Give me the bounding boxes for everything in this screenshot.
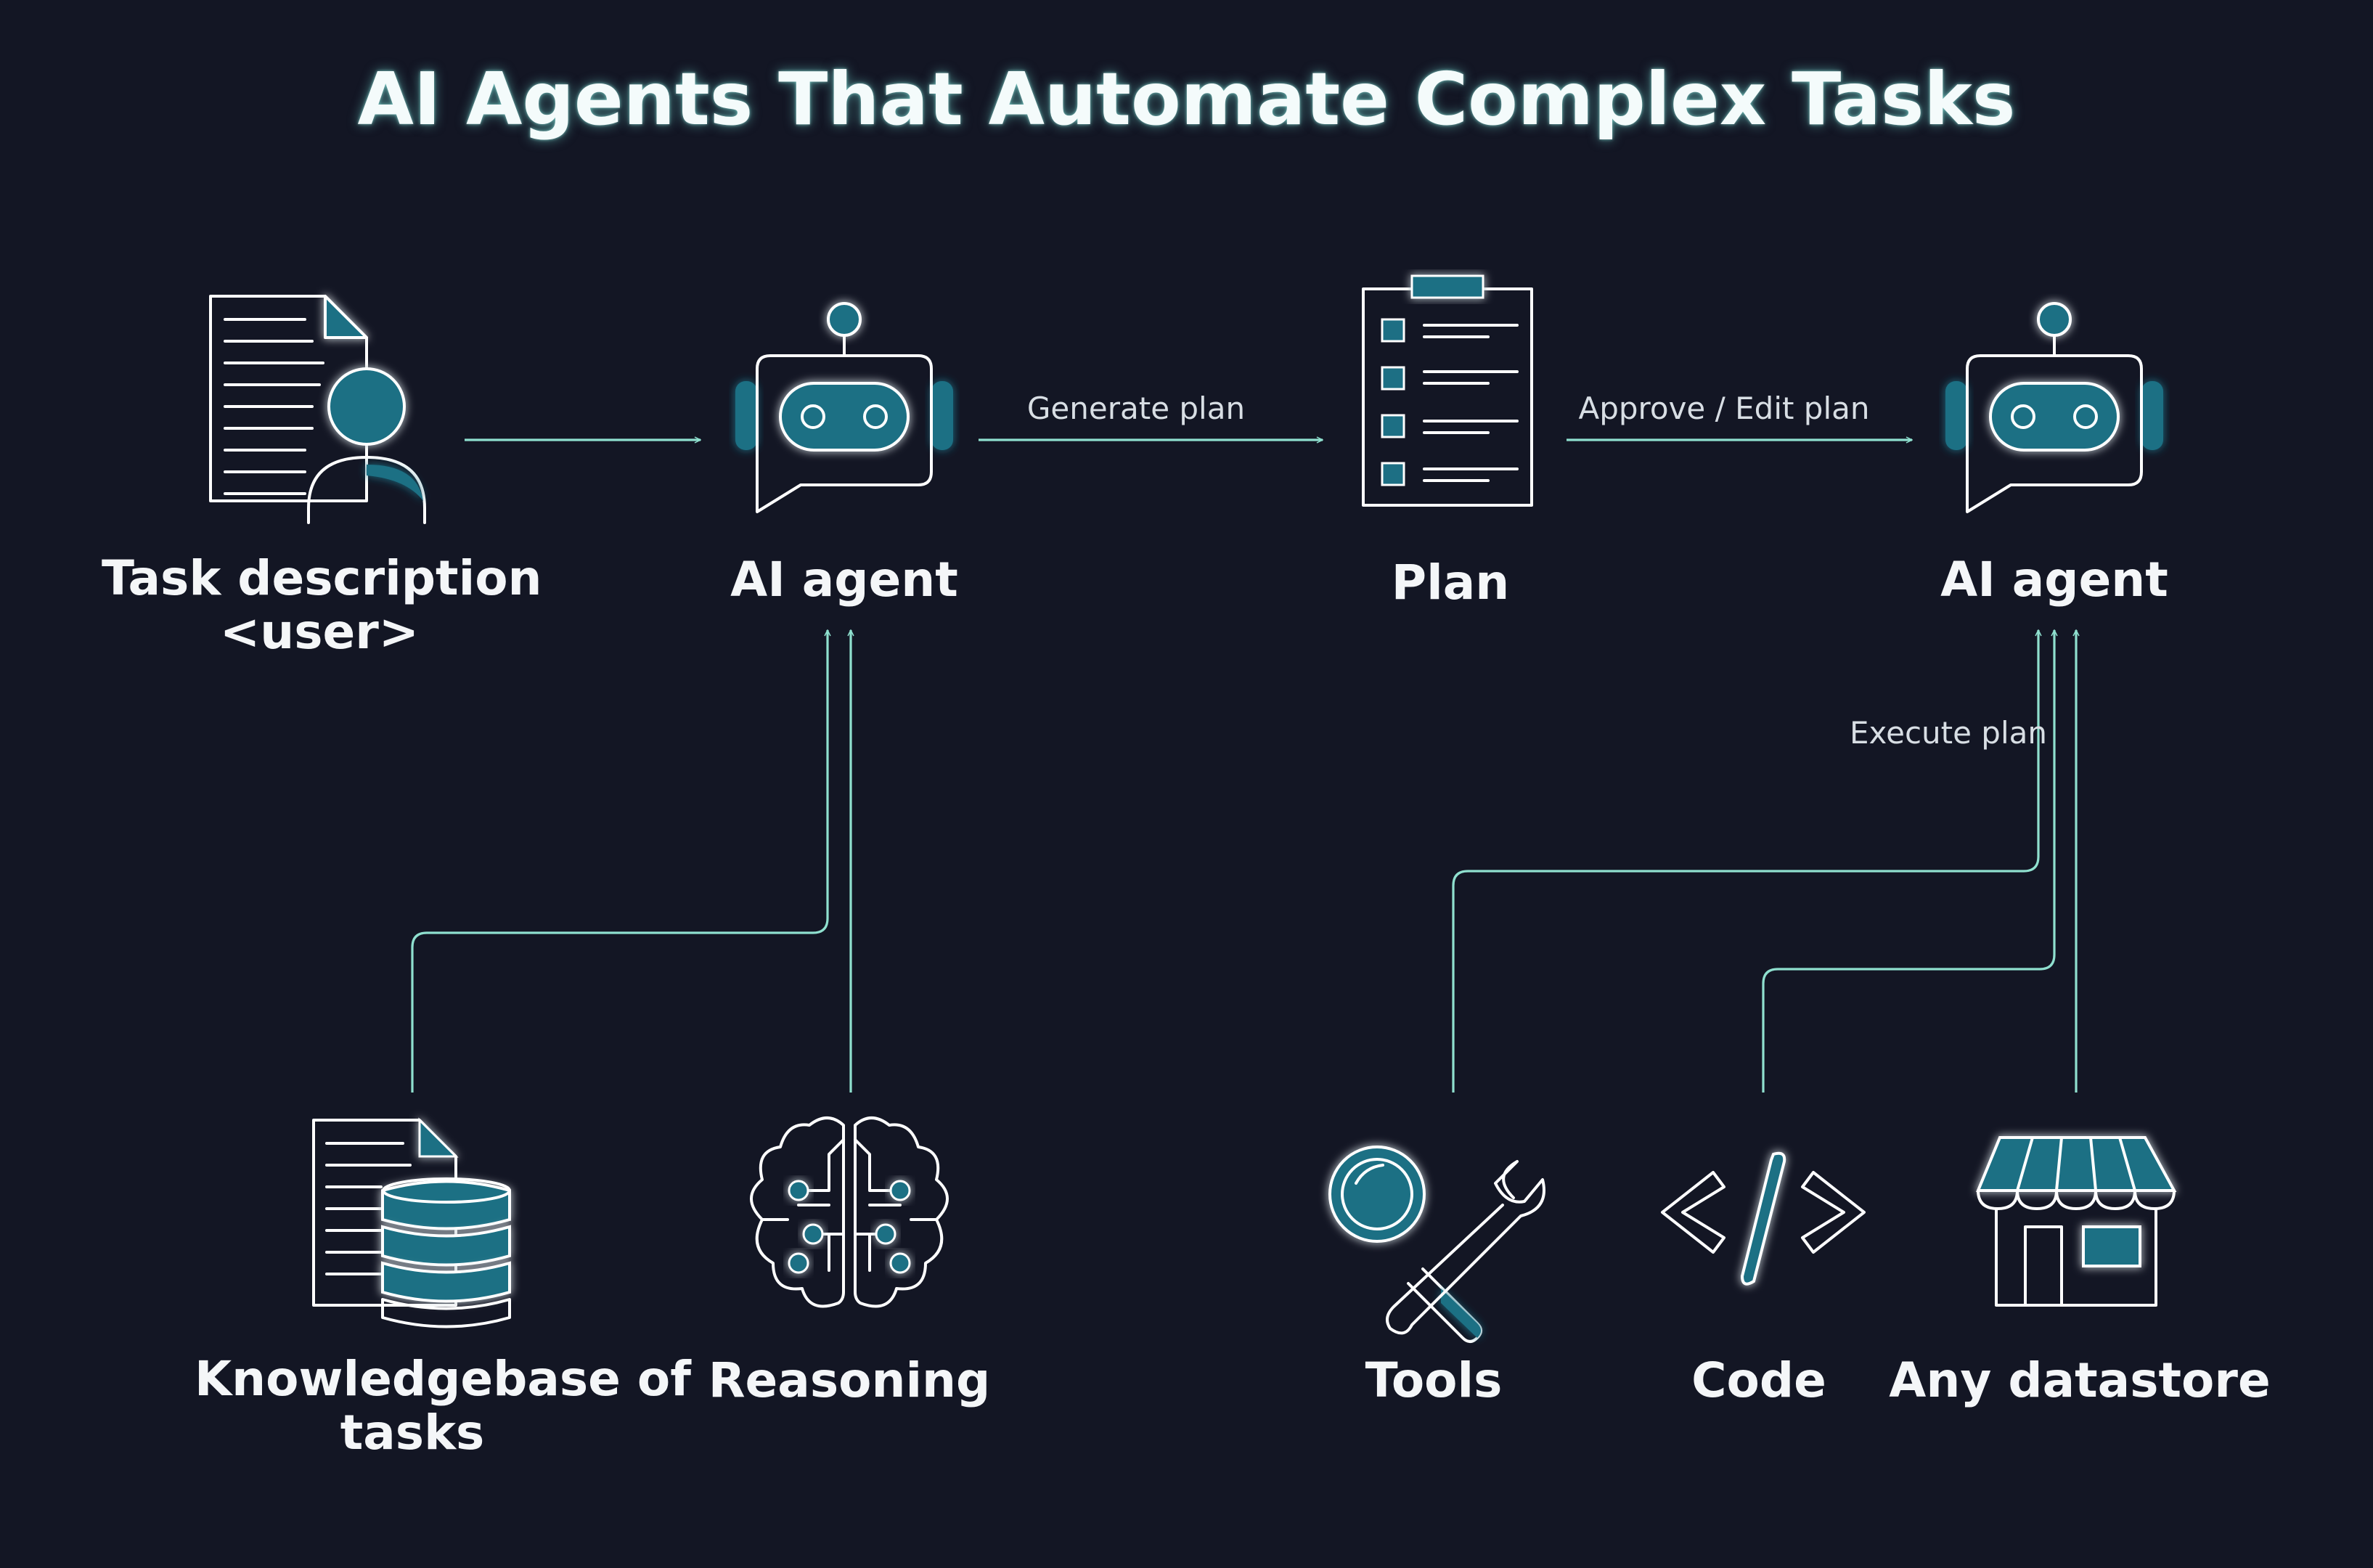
plan-label: Plan (1391, 555, 1510, 611)
storefront-icon (1976, 1136, 2177, 1307)
document-database-icon (312, 1117, 511, 1328)
ai-agent-1-label: AI agent (730, 552, 958, 608)
document-lines (224, 318, 324, 495)
execute-plan-label: Execute plan (1850, 715, 2047, 751)
checklist-rows (1381, 318, 1519, 486)
knowledgebase-line2: tasks (340, 1405, 485, 1461)
any-datastore-label: Any datastore (1889, 1352, 2271, 1408)
code-label: Code (1691, 1352, 1826, 1408)
generate-plan-label: Generate plan (1026, 391, 1246, 426)
database-stack (381, 1177, 511, 1328)
task-description-line2: <user> (219, 604, 420, 660)
connectors (411, 440, 2076, 1093)
ai-agent-2-label: AI agent (1940, 552, 2168, 608)
page-title: AI Agents That Automate Complex Tasks (357, 57, 2016, 142)
knowledgebase-label: Knowledgebase of tasks (195, 1351, 691, 1461)
robot-icon (735, 302, 953, 513)
clipboard-checklist-icon (1362, 274, 1533, 507)
code-brackets-icon (1661, 1151, 1866, 1286)
arrow-knowledgebase-to-agent (411, 630, 828, 1093)
document-user-icon (209, 295, 426, 524)
arrow-code-to-agent (1762, 630, 2054, 1093)
knowledgebase-line1: Knowledgebase of (195, 1351, 691, 1407)
task-description-line1: Task description (102, 550, 542, 606)
reasoning-label: Reasoning (708, 1352, 991, 1408)
approve-edit-plan-label: Approve / Edit plan (1578, 391, 1870, 426)
tools-label: Tools (1365, 1352, 1503, 1408)
robot-icon (1945, 302, 2163, 513)
task-description-label: Task description <user> (102, 550, 542, 660)
arrow-tools-to-agent (1452, 630, 2038, 1093)
magnifier-wrench-icon (1328, 1146, 1545, 1343)
brain-circuit-icon (750, 1116, 949, 1308)
